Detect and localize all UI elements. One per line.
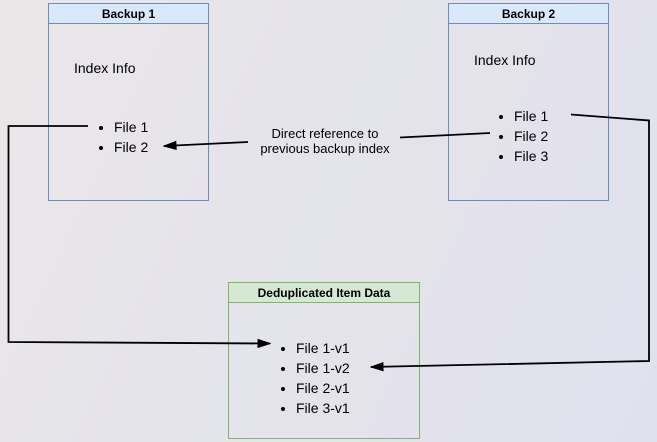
file-list-item: File 3-v1 [296,398,350,418]
dedup-file-list: File 1-v1File 1-v2File 2-v1File 3-v1 [229,338,350,418]
edge-label-line2: previous backup index [260,141,390,156]
file-list-item: File 1-v1 [296,338,350,358]
file-list-item: File 3 [514,146,548,166]
edge-label-line1: Direct reference to [271,126,379,141]
backup2-title: Backup 2 [449,4,608,24]
backup1-box: Backup 1 Index Info File 1File 2 [48,3,209,201]
direct-reference-edge-label: Direct reference to previous backup inde… [250,126,400,156]
file-list-item: File 2 [114,137,148,157]
backup1-file-list: File 1File 2 [49,117,148,157]
backup2-index-info-label: Index Info [474,52,536,68]
deduplicated-item-data-box: Deduplicated Item Data File 1-v1File 1-v… [228,282,420,439]
file-list-item: File 1 [514,106,548,126]
dedup-title: Deduplicated Item Data [229,283,419,303]
backup2-file-list: File 1File 2File 3 [449,106,548,166]
backup1-index-info-label: Index Info [74,60,136,76]
backup2-box: Backup 2 Index Info File 1File 2File 3 [448,3,609,201]
file-list-item: File 1-v2 [296,358,350,378]
file-list-item: File 2-v1 [296,378,350,398]
file-list-item: File 1 [114,117,148,137]
file-list-item: File 2 [514,126,548,146]
backup1-title: Backup 1 [49,4,208,24]
